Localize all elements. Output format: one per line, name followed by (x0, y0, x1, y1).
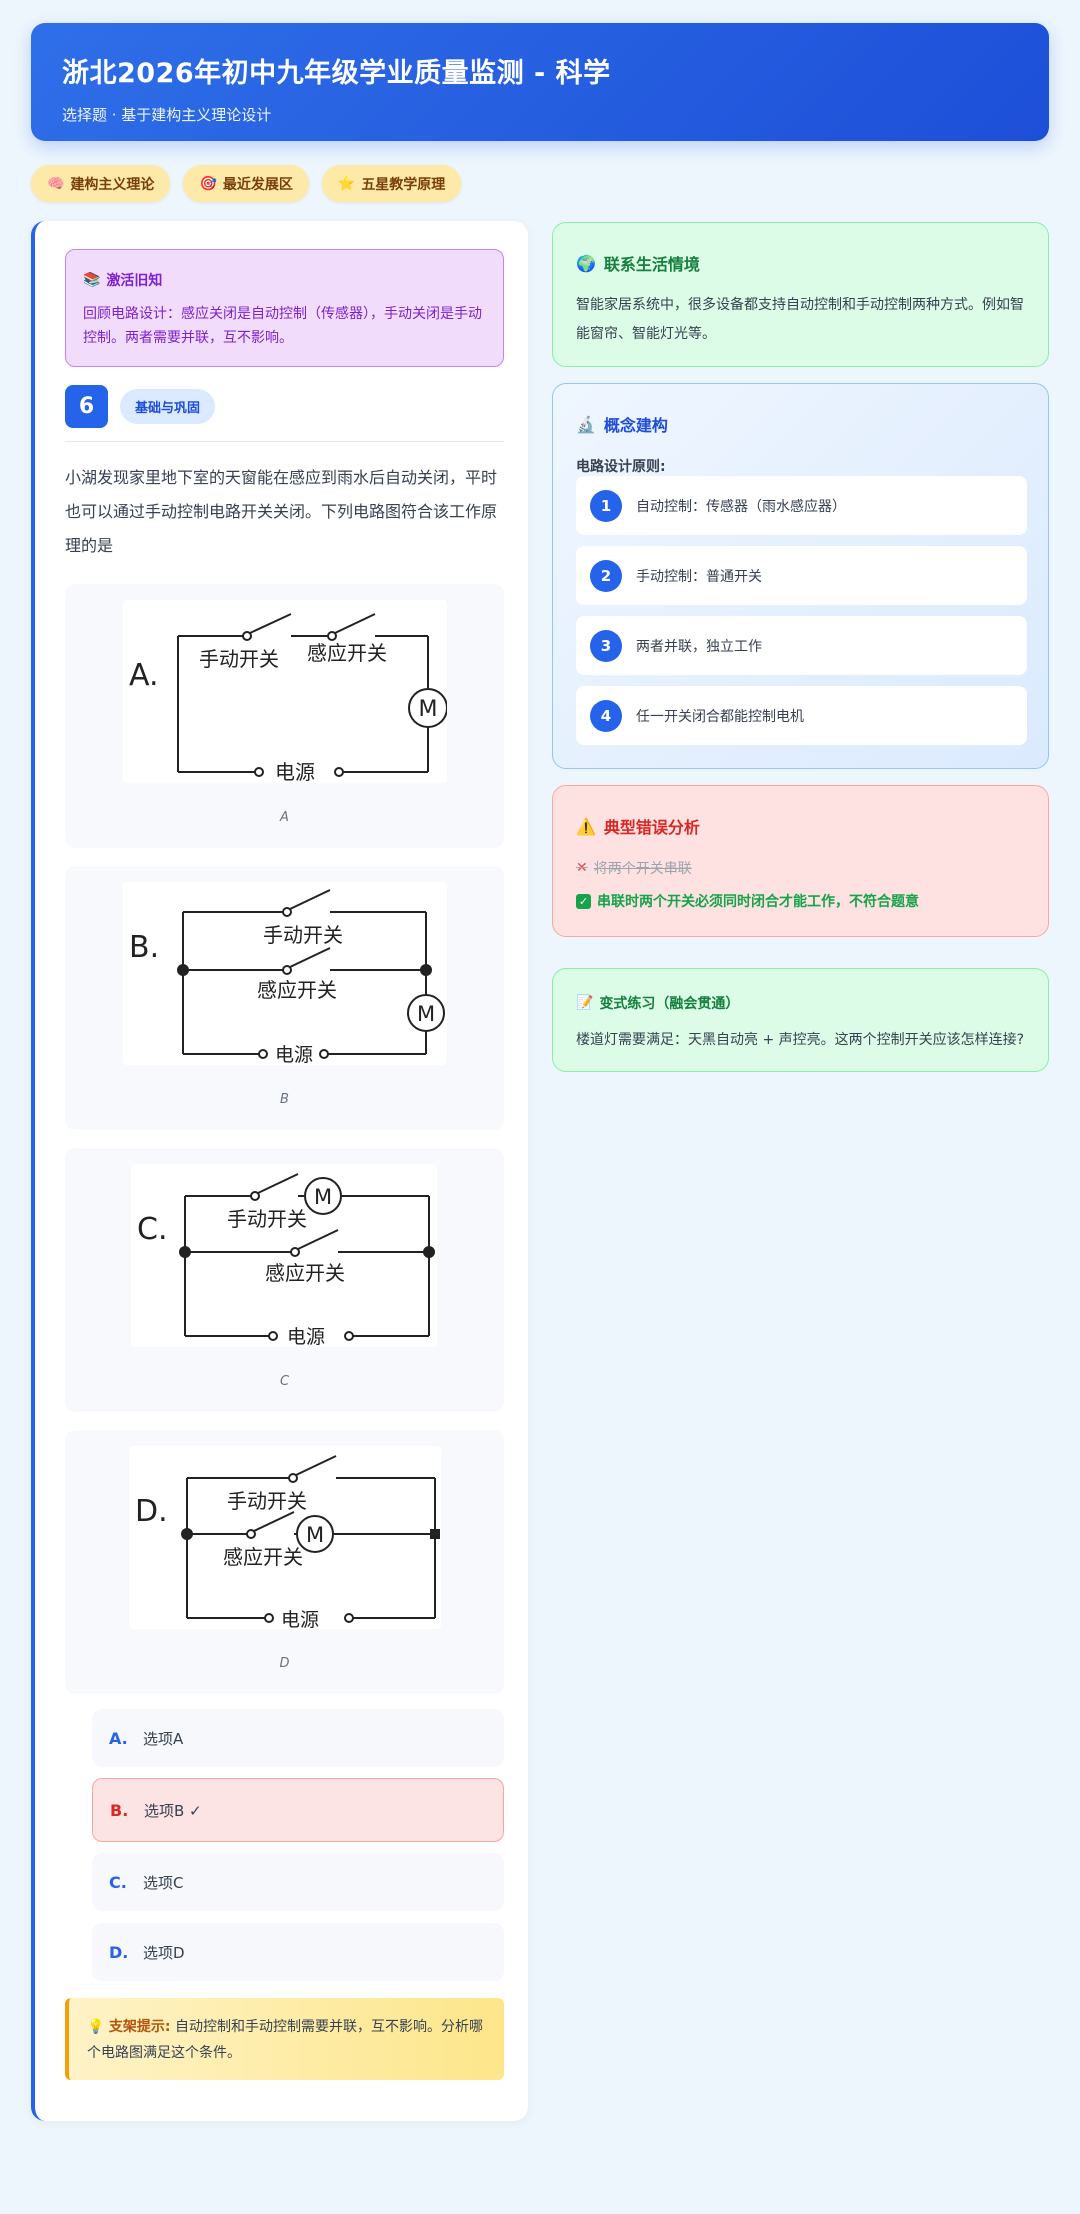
memo-icon: 📝 (576, 995, 594, 1011)
power-label: 电源 (287, 1326, 325, 1347)
step-number: 2 (590, 559, 622, 592)
option-a[interactable]: A. 选项A (92, 1709, 504, 1767)
step-text: 自动控制：传感器（雨水感应器） (636, 498, 846, 515)
question-text: 小湖发现家里地下室的天窗能在感应到雨水后自动关闭，平时也可以通过手动控制电路开关… (65, 468, 498, 555)
manual-switch-label: 手动开关 (263, 923, 343, 947)
diagram-letter: D. (135, 1494, 168, 1529)
option-text: 选项B ✓ (144, 1801, 202, 1820)
page-header: 浙北2026年初中九年级学业质量监测 - 科学 选择题 · 基于建构主义理论设计 (31, 23, 1049, 141)
concept-card: 🔬 概念建构 电路设计原则: 1 自动控制：传感器（雨水感应器） 2 手动控制：… (552, 383, 1049, 769)
diagram-letter: C. (137, 1212, 167, 1247)
diagram-letter: B. (129, 930, 159, 965)
concept-step: 3 两者并联，独立工作 (576, 616, 1027, 675)
brain-icon: 🧠 (47, 175, 65, 192)
concept-label: 电路设计原则: (576, 459, 666, 475)
recall-text: 回顾电路设计：感应关闭是自动控制（传感器），手动关闭是手动控制。两者需要并联，互… (83, 306, 482, 346)
circuit-diagram-b: B. M 电源 手动开关 (123, 882, 447, 1066)
hint-text: 自动控制和手动控制需要并联，互不影响。分析哪个电路图满足这个条件。 (87, 2019, 483, 2061)
motor-label: M (306, 1523, 324, 1547)
motor-label: M (314, 1185, 332, 1209)
step-number: 4 (590, 699, 622, 732)
variant-exercise-card: 📝 变式练习（融会贯通） 楼道灯需要满足：天黑自动亮 + 声控亮。这两个控制开关… (552, 968, 1049, 1072)
wrong-answer: 将两个开关串联 (593, 861, 692, 877)
divider (65, 441, 504, 442)
target-icon: 🎯 (199, 175, 217, 192)
scaffold-hint: 💡 支架提示: 自动控制和手动控制需要并联，互不影响。分析哪个电路图满足这个条件… (65, 1998, 504, 2080)
step-number: 3 (590, 629, 622, 662)
diagram-letter: A. (129, 658, 159, 693)
tag-constructivism[interactable]: 🧠 建构主义理论 (31, 165, 171, 202)
figure-b: B. M 电源 手动开关 (65, 866, 504, 1130)
step-text: 手动控制：普通开关 (636, 568, 762, 585)
manual-switch-label: 手动开关 (199, 647, 279, 671)
life-context-card: 🌍 联系生活情境 智能家居系统中，很多设备都支持自动控制和手动控制两种方式。例如… (552, 222, 1049, 367)
books-icon: 📚 (83, 272, 101, 288)
microscope-icon: 🔬 (576, 414, 596, 434)
figure-caption: A (280, 810, 289, 825)
question-card: 📚 激活旧知 回顾电路设计：感应关闭是自动控制（传感器），手动关闭是手动控制。两… (31, 221, 528, 2121)
concept-title: 概念建构 (603, 416, 668, 435)
recall-title: 激活旧知 (106, 273, 163, 289)
lightbulb-icon: 💡 (87, 2019, 105, 2035)
option-letter: B. (110, 1800, 129, 1820)
life-text: 智能家居系统中，很多设备都支持自动控制和手动控制两种方式。例如智能窗帘、智能灯光… (576, 297, 1024, 342)
mistake-analysis-card: ⚠️ 典型错误分析 ✕ 将两个开关串联 ✓ 串联时两个开关必须同时闭合才能工作，… (552, 785, 1049, 937)
life-title: 联系生活情境 (603, 255, 700, 274)
power-label: 电源 (281, 1609, 319, 1629)
warning-icon: ⚠️ (576, 816, 596, 836)
tag-zpd[interactable]: 🎯 最近发展区 (183, 165, 309, 202)
option-b-selected[interactable]: B. 选项B ✓ (92, 1778, 504, 1842)
sensor-switch-label: 感应开关 (265, 1261, 345, 1285)
step-number: 1 (590, 489, 622, 522)
cross-icon: ✕ (576, 860, 588, 876)
tag-five-star[interactable]: ⭐ 五星教学原理 (321, 165, 462, 202)
theory-tags: 🧠 建构主义理论 🎯 最近发展区 ⭐ 五星教学原理 (31, 165, 462, 202)
figure-a: A. M 电源 手动开关 感应开关 (65, 584, 504, 848)
step-text: 任一开关闭合都能控制电机 (636, 708, 804, 725)
concept-step: 2 手动控制：普通开关 (576, 546, 1027, 605)
circuit-diagram-a: A. M 电源 手动开关 感应开关 (123, 600, 448, 784)
globe-icon: 🌍 (576, 253, 596, 273)
difficulty-badge: 基础与巩固 (120, 389, 216, 424)
option-text: 选项C (143, 1873, 184, 1892)
figure-d: D. M 电源 (65, 1430, 504, 1694)
concept-step: 4 任一开关闭合都能控制电机 (576, 686, 1027, 745)
page-title: 浙北2026年初中九年级学业质量监测 - 科学 (62, 58, 611, 89)
concept-step: 1 自动控制：传感器（雨水感应器） (576, 476, 1027, 535)
sensor-switch-label: 感应开关 (223, 1545, 303, 1569)
power-label: 电源 (275, 760, 315, 783)
figure-caption: C (279, 1374, 290, 1389)
hint-label: 支架提示: (108, 2019, 171, 2035)
correct-explanation: 串联时两个开关必须同时闭合才能工作，不符合题意 (597, 894, 919, 910)
variant-title: 变式练习（融会贯通） (599, 996, 740, 1012)
manual-switch-label: 手动开关 (227, 1207, 307, 1231)
option-d[interactable]: D. 选项D (92, 1923, 504, 1981)
circuit-diagram-d: D. M 电源 (129, 1446, 441, 1631)
star-icon: ⭐ (337, 175, 356, 192)
motor-label: M (419, 697, 438, 722)
option-text: 选项A (143, 1729, 184, 1748)
figure-caption: B (280, 1092, 289, 1107)
option-letter: C. (109, 1872, 127, 1892)
option-c[interactable]: C. 选项C (92, 1853, 504, 1911)
page-subtitle: 选择题 · 基于建构主义理论设计 (62, 106, 272, 124)
power-label: 电源 (275, 1044, 313, 1065)
recall-box: 📚 激活旧知 回顾电路设计：感应关闭是自动控制（传感器），手动关闭是手动控制。两… (65, 249, 504, 367)
option-letter: A. (109, 1728, 128, 1748)
sensor-switch-label: 感应开关 (257, 978, 337, 1002)
manual-switch-label: 手动开关 (227, 1489, 307, 1513)
option-letter: D. (109, 1942, 129, 1962)
option-text: 选项D (143, 1943, 185, 1962)
circuit-diagram-c: C. M 电源 (131, 1164, 437, 1348)
motor-label: M (417, 1002, 435, 1026)
figure-caption: D (279, 1656, 290, 1671)
mistake-title: 典型错误分析 (603, 818, 700, 837)
question-number: 6 (65, 385, 108, 428)
figure-c: C. M 电源 (65, 1148, 504, 1412)
variant-text: 楼道灯需要满足：天黑自动亮 + 声控亮。这两个控制开关应该怎样连接? (576, 1032, 1025, 1048)
check-icon: ✓ (576, 893, 591, 909)
sensor-switch-label: 感应开关 (307, 641, 387, 665)
step-text: 两者并联，独立工作 (636, 638, 762, 655)
